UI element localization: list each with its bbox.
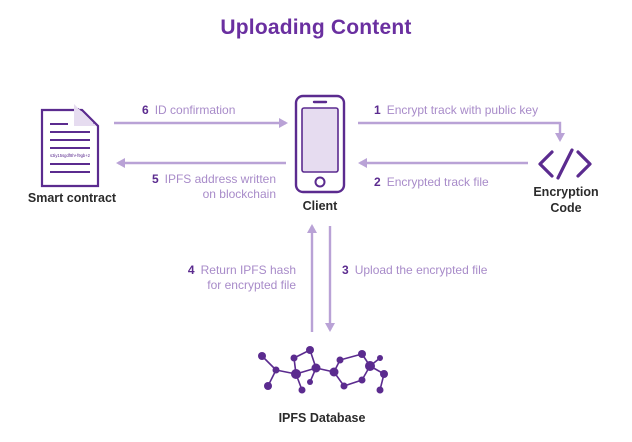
step-text: Encrypt track with public key (386, 103, 539, 117)
ipfs-database-label: IPFS Database (278, 411, 366, 425)
step-number: 5 (151, 172, 159, 186)
smart-contract-icon: s3iy15sgdf8h+f9gb+2 (40, 104, 100, 188)
step-4-label: 4 Return IPFS hash for encrypted file (150, 263, 296, 293)
step-number: 3 (342, 263, 349, 277)
encryption-code-label: Encryption Code (518, 184, 614, 216)
diagram-title: Uploading Content (220, 16, 412, 39)
step-1-label: 1 Encrypt track with public key (374, 103, 538, 118)
step-number: 2 (374, 175, 381, 189)
step-text: Upload the encrypted file (354, 263, 488, 277)
encryption-label-line2: Code (550, 201, 582, 215)
step-2-label: 2 Encrypted track file (374, 175, 489, 190)
step-text: ID confirmation (154, 103, 236, 117)
step-5-label: 5 IPFS address written on blockchain (128, 172, 276, 202)
smart-contract-doc-text: s3iy15sgdf8h+f9gb+2 (50, 153, 91, 158)
step-number: 4 (187, 263, 195, 277)
step-text: IPFS address written (164, 172, 276, 186)
step-text: Encrypted track file (386, 175, 489, 189)
step-number: 6 (142, 103, 149, 117)
client-label: Client (302, 199, 338, 213)
step-text-line2: for encrypted file (207, 278, 296, 292)
client-phone-icon (294, 94, 346, 194)
step-text-line2: on blockchain (202, 187, 276, 201)
step-text: Return IPFS hash (200, 263, 296, 277)
ipfs-network-icon (258, 346, 388, 394)
step-6-label: 6 ID confirmation (142, 103, 235, 118)
encryption-label-line1: Encryption (533, 185, 599, 199)
code-icon (538, 148, 592, 180)
step-3-label: 3 Upload the encrypted file (342, 263, 487, 278)
arrow-step-1 (358, 121, 565, 142)
smart-contract-label: Smart contract (27, 191, 117, 205)
step-number: 1 (374, 103, 381, 117)
